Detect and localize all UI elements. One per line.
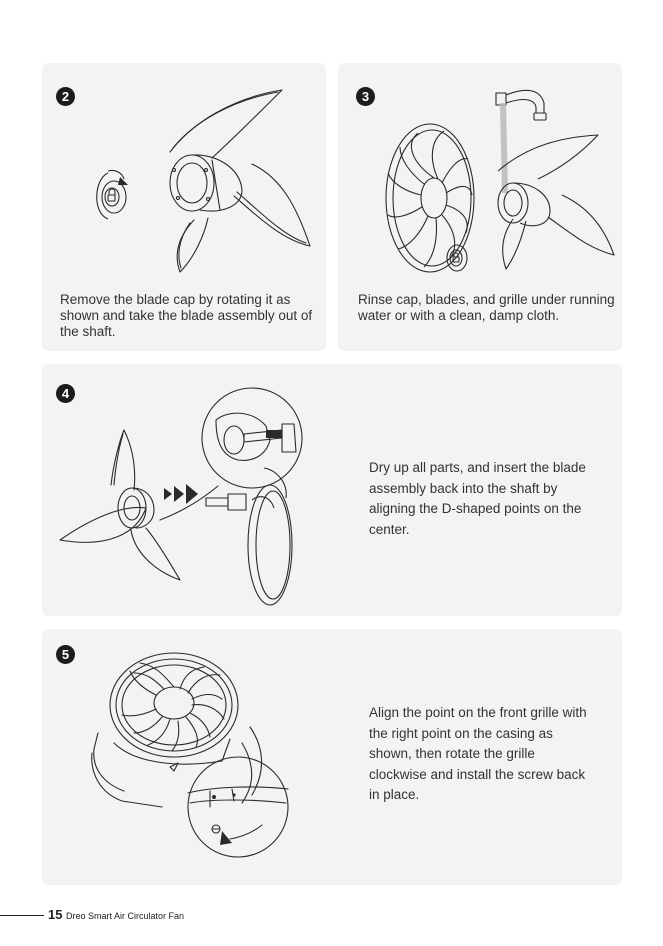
step-2-panel: 2 bbox=[42, 63, 326, 351]
grille-illustration bbox=[380, 121, 480, 276]
blade-cap-small-icon bbox=[442, 241, 472, 275]
grille-alignment-illustration bbox=[92, 643, 302, 863]
footer-title: Dreo Smart Air Circulator Fan bbox=[66, 911, 185, 921]
step-2-badge: 2 bbox=[56, 87, 75, 106]
page-number: 15 bbox=[48, 907, 63, 922]
step-4-badge: 4 bbox=[56, 384, 75, 403]
blade-removal-illustration bbox=[82, 78, 322, 278]
step-4-text: Dry up all parts, and insert the blade a… bbox=[369, 460, 586, 537]
water-stream bbox=[500, 103, 508, 193]
step-5-badge: 5 bbox=[56, 645, 75, 664]
blade-insertion-illustration bbox=[56, 390, 336, 612]
blade-cap-icon bbox=[90, 165, 128, 225]
footer-rule bbox=[0, 915, 44, 916]
rinse-blades-illustration bbox=[478, 123, 618, 273]
step-2-text: Remove the blade cap by rotating it as s… bbox=[60, 292, 313, 339]
step-3-badge: 3 bbox=[356, 87, 375, 106]
step-5-text: Align the point on the front grille with… bbox=[369, 705, 587, 802]
step-3-text: Rinse cap, blades, and grille under runn… bbox=[358, 292, 615, 323]
step-4-panel: 4 bbox=[42, 364, 622, 616]
step-3-panel: 3 bbox=[338, 63, 622, 351]
step-5-panel: 5 bbox=[42, 629, 622, 885]
